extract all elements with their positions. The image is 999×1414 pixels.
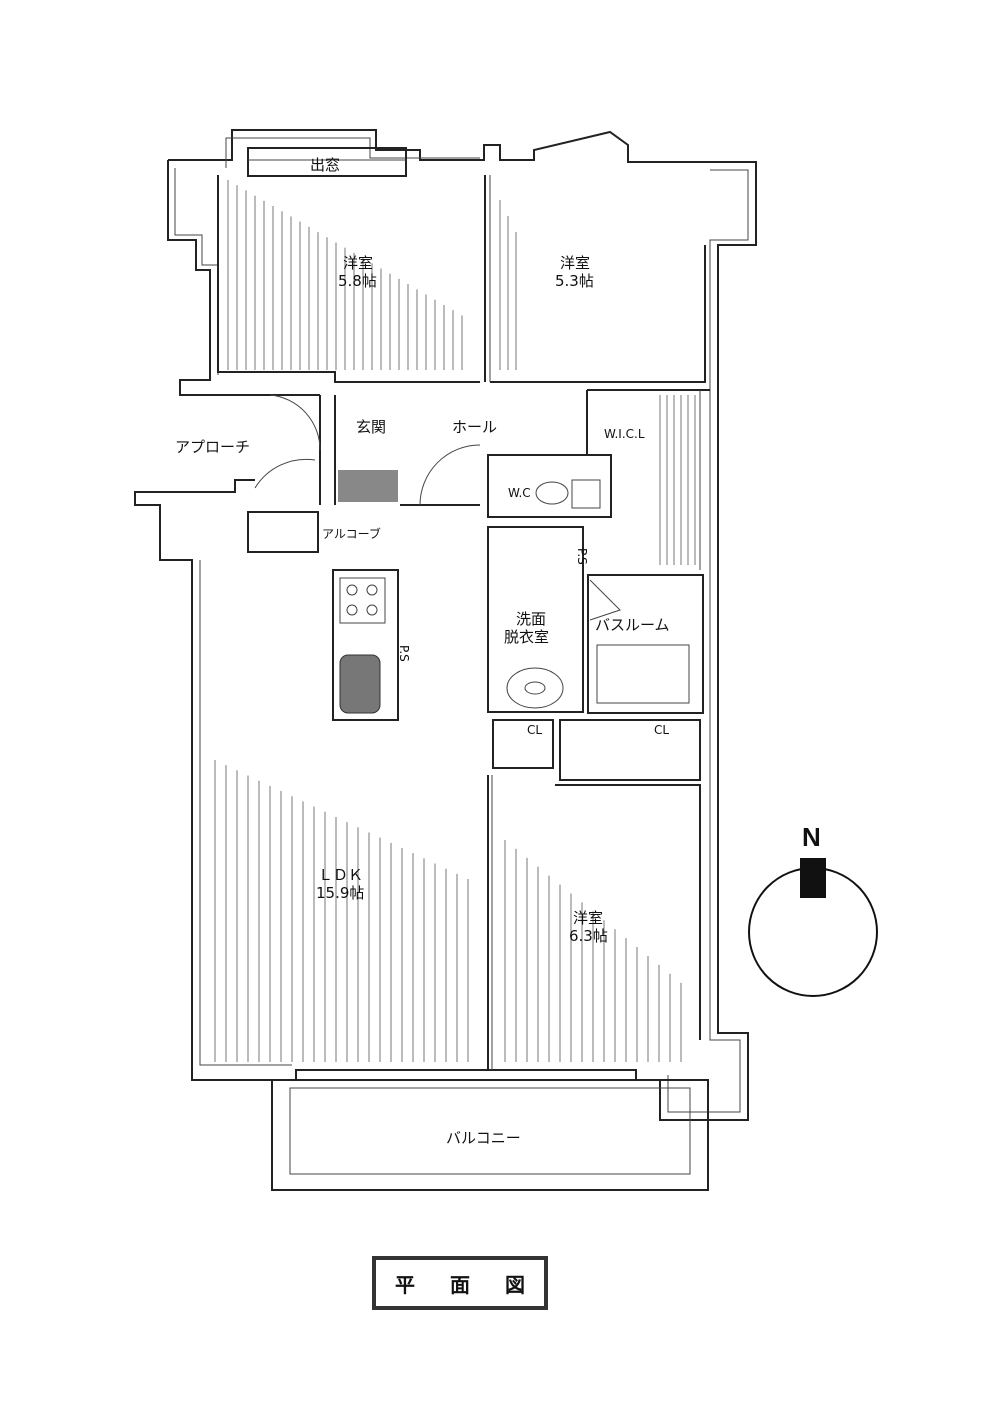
wicl-label: W.I.C.L <box>604 427 645 441</box>
entrance-label: 玄関 <box>356 418 386 436</box>
bathroom-label: バスルーム <box>595 616 670 634</box>
bedroom-ne-name: 洋室 <box>560 254 590 272</box>
entrance-floor <box>338 470 398 502</box>
bay-window-label: 出窓 <box>310 156 340 174</box>
ps-label-2: P.S <box>397 645 411 662</box>
plan-title: 平 面 図 <box>395 1272 539 1297</box>
wc-label: W.C <box>508 486 531 500</box>
north-compass: N <box>748 822 878 997</box>
bedroom-s-size: 6.3帖 <box>569 927 608 945</box>
north-marker <box>800 858 826 898</box>
ldk-size: 15.9帖 <box>316 884 364 902</box>
washroom-label-2: 脱衣室 <box>504 628 549 646</box>
outer-walls <box>134 129 757 1121</box>
plan-title-box: 平 面 図 <box>372 1256 548 1310</box>
interior-walls <box>217 175 710 1070</box>
balcony-area <box>271 1079 709 1191</box>
bedroom-nw-name: 洋室 <box>343 254 373 272</box>
closet-label-1: CL <box>527 723 542 737</box>
north-label: N <box>802 822 821 852</box>
alcove-label: アルコーブ <box>322 526 381 541</box>
bedroom-ne-size: 5.3帖 <box>555 272 594 290</box>
ldk-name: ＬＤＫ <box>318 866 363 884</box>
closet-label-2: CL <box>654 723 669 737</box>
bay-window <box>247 147 407 177</box>
sink <box>339 654 381 714</box>
balcony-label: バルコニー <box>446 1129 521 1147</box>
room-labels: 出窓 洋室 5.8帖 洋室 5.3帖 玄関 ホール アプローチ アルコーブ W.… <box>175 156 670 1147</box>
floor-hatching <box>214 180 696 1062</box>
bedroom-nw-size: 5.8帖 <box>338 272 377 290</box>
ps-label-1: P.S <box>575 548 589 565</box>
approach-label: アプローチ <box>175 438 250 456</box>
hall-label: ホール <box>452 418 497 436</box>
bedroom-s-name: 洋室 <box>573 909 603 927</box>
washroom-label-1: 洗面 <box>516 610 546 628</box>
